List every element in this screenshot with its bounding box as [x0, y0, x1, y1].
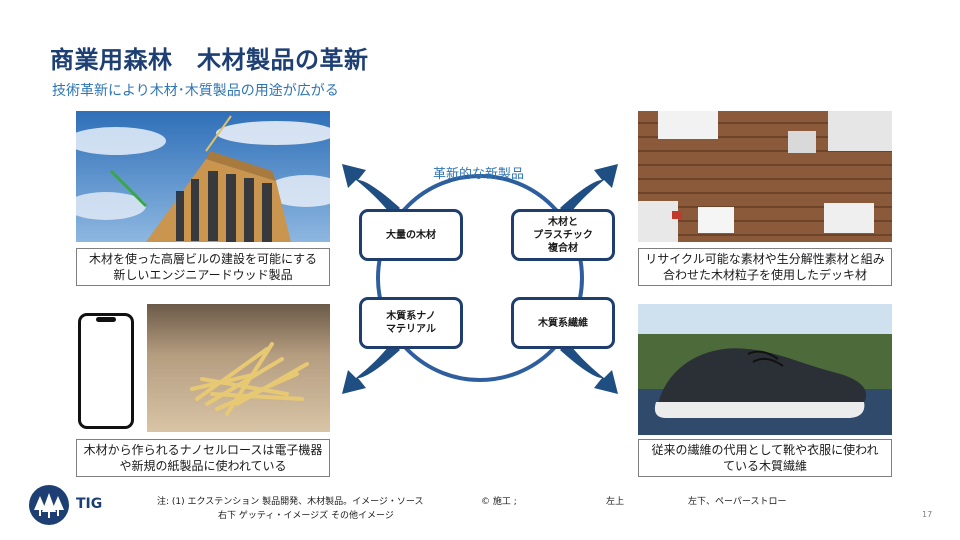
- innovation-diagram: [342, 164, 618, 394]
- node-wood-fiber-text: 木質系繊維: [538, 317, 588, 329]
- node-mass-timber-text: 大量の木材: [386, 229, 436, 241]
- arrow-top-right-icon: [560, 164, 618, 216]
- cycle-circle: [376, 174, 584, 382]
- caption-bottom-right: 従来の繊維の代用として靴や衣服に使われ ている木質繊維: [638, 439, 892, 477]
- caption-bottom-right-text: 従来の繊維の代用として靴や衣服に使われ ている木質繊維: [651, 443, 879, 473]
- node-wood-nanomaterial: 木質系ナノ マテリアル: [359, 297, 463, 349]
- node-mass-timber: 大量の木材: [359, 209, 463, 261]
- caption-bottom-left: 木材から作られるナノセルロースは電子機器 や新規の紙製品に使われている: [76, 439, 330, 477]
- node-wood-plastic-composite: 木材と プラスチック 複合材: [511, 209, 615, 261]
- photo-wool-shoe: [638, 304, 892, 435]
- caption-top-left-text: 木材を使った高層ビルの建設を可能にする 新しいエンジニアードウッド製品: [88, 252, 318, 282]
- logo-text: TIG: [76, 496, 103, 512]
- footnote-top-right: 左上: [606, 497, 625, 507]
- page-number: 17: [922, 510, 933, 519]
- caption-top-right: リサイクル可能な素材や生分解性素材と組み 合わせた木材粒子を使用したデッキ材: [638, 248, 892, 286]
- node-wood-plastic-composite-text: 木材と プラスチック 複合材: [533, 216, 593, 254]
- photo-paper-straws: [147, 304, 330, 432]
- phone-icon: [76, 311, 136, 431]
- arrow-bottom-right-icon: [560, 342, 618, 394]
- footnote-line1: 注: (1) エクステンション 製品開発、木材製品。イメージ・ソース: [157, 497, 424, 507]
- arrow-bottom-left-icon: [342, 342, 400, 394]
- footnote-bottom-left: 左下、ペーパーストロー: [688, 497, 787, 507]
- page-title: 商業用森林 木材製品の革新: [50, 46, 369, 74]
- arrow-top-left-icon: [342, 164, 400, 216]
- caption-top-left: 木材を使った高層ビルの建設を可能にする 新しいエンジニアードウッド製品: [76, 248, 330, 286]
- node-wood-nanomaterial-text: 木質系ナノ マテリアル: [386, 311, 436, 335]
- photo-composite-decking: [638, 111, 892, 242]
- footnote-credit: © 施工 ;: [481, 497, 517, 507]
- node-wood-fiber: 木質系繊維: [511, 297, 615, 349]
- caption-top-right-text: リサイクル可能な素材や生分解性素材と組み 合わせた木材粒子を使用したデッキ材: [645, 252, 885, 282]
- caption-bottom-left-text: 木材から作られるナノセルロースは電子機器 や新規の紙製品に使われている: [83, 443, 323, 473]
- tig-logo-icon: [28, 484, 70, 526]
- center-label: 革新的な新製品: [433, 167, 525, 182]
- page-subtitle: 技術革新により木材･木質製品の用途が広がる: [52, 83, 339, 99]
- photo-tall-timber-building: [76, 111, 330, 242]
- footnote-line2: 右下 ゲッティ・イメージズ その他イメージ: [218, 511, 394, 521]
